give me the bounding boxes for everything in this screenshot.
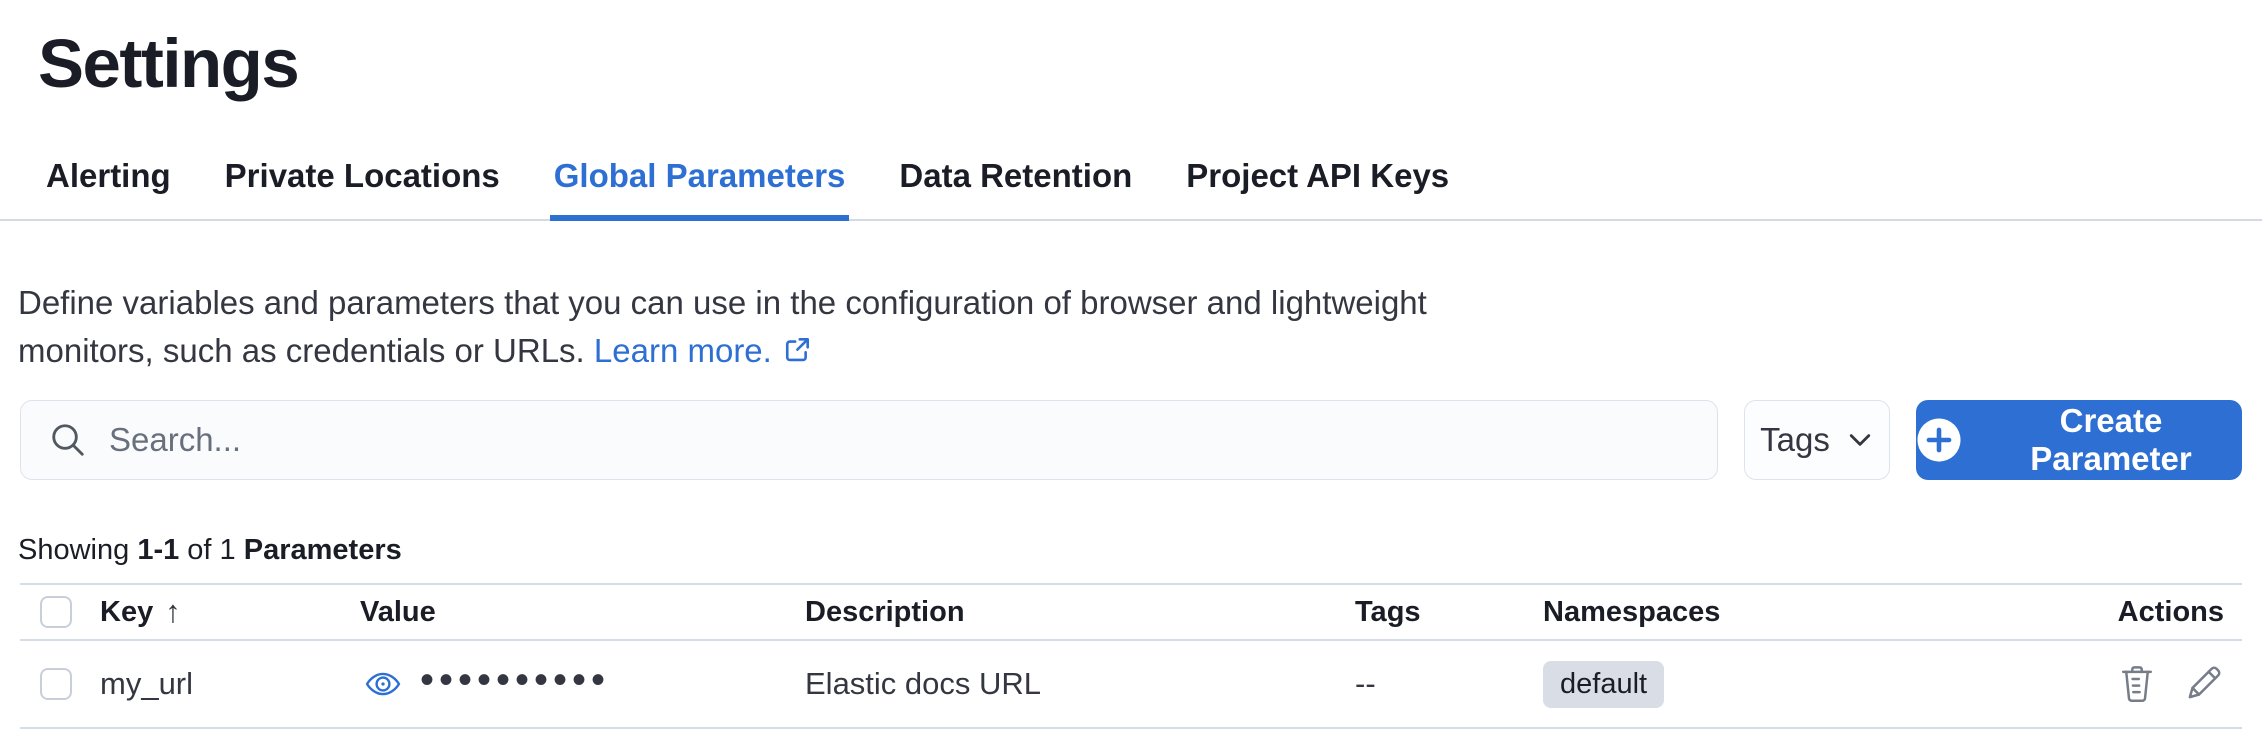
learn-more-link[interactable]: Learn more. [594, 332, 812, 369]
settings-tabs: Alerting Private Locations Global Parame… [0, 157, 2262, 221]
column-header-value: Value [360, 595, 436, 628]
parameters-table: Key ↑ Value Description Tags Namespaces … [20, 583, 2242, 729]
tab-alerting[interactable]: Alerting [46, 157, 171, 194]
tab-private-locations[interactable]: Private Locations [224, 157, 500, 194]
description-text: Define variables and parameters that you… [18, 284, 1427, 369]
tags-filter-label: Tags [1760, 421, 1830, 458]
pencil-icon [2182, 663, 2224, 705]
summary-of: of 1 [187, 534, 236, 566]
edit-button[interactable] [2182, 663, 2224, 705]
summary-unit: Parameters [243, 534, 402, 566]
create-parameter-button[interactable]: Create Parameter [1916, 400, 2242, 480]
column-header-key-label: Key [100, 595, 154, 628]
column-header-key[interactable]: Key ↑ [80, 594, 340, 630]
summary-prefix: Showing [18, 534, 130, 566]
page-description: Define variables and parameters that you… [18, 279, 1533, 378]
search-icon [49, 421, 87, 459]
tab-global-parameters[interactable]: Global Parameters [549, 157, 850, 221]
trash-icon [2116, 663, 2158, 705]
row-checkbox-cell [20, 668, 80, 700]
column-header-actions: Actions [2117, 595, 2224, 628]
table-row: my_url •••••••••• Elastic docs URL -- de… [20, 641, 2242, 729]
parameters-toolbar: Tags Create Parameter [20, 400, 2242, 480]
column-header-tags: Tags [1355, 595, 1421, 628]
delete-button[interactable] [2116, 663, 2158, 705]
row-checkbox[interactable] [40, 668, 72, 700]
create-parameter-label: Create Parameter [2030, 402, 2192, 477]
results-summary: Showing 1-1 of 1 Parameters [18, 534, 2262, 567]
row-key-cell: my_url [100, 666, 194, 701]
search-box [20, 400, 1718, 480]
column-header-namespaces: Namespaces [1543, 595, 1721, 628]
row-value-cell: •••••••••• [340, 658, 785, 707]
summary-range: 1-1 [137, 534, 180, 566]
masked-value: •••••••••• [420, 658, 611, 702]
column-header-description: Description [805, 595, 965, 628]
tab-project-api-keys[interactable]: Project API Keys [1186, 157, 1450, 194]
tab-data-retention[interactable]: Data Retention [899, 157, 1133, 194]
row-actions-cell [2080, 663, 2242, 705]
row-namespaces-cell: default [1523, 660, 2080, 708]
table-header-row: Key ↑ Value Description Tags Namespaces … [20, 583, 2242, 641]
select-all-checkbox[interactable] [40, 596, 72, 628]
search-input[interactable] [87, 401, 1717, 479]
external-link-icon [782, 330, 812, 378]
eye-icon[interactable] [360, 661, 406, 707]
page-title: Settings [38, 25, 300, 102]
sort-ascending-icon: ↑ [165, 594, 181, 629]
chevron-down-icon [1846, 426, 1874, 454]
row-tags-cell: -- [1355, 666, 1376, 701]
plus-in-circle-icon [1916, 417, 1962, 463]
namespace-badge: default [1543, 660, 1665, 708]
header-checkbox-cell [20, 596, 80, 628]
row-description-cell: Elastic docs URL [805, 666, 1042, 701]
tags-filter-button[interactable]: Tags [1744, 400, 1890, 480]
learn-more-label: Learn more. [593, 332, 772, 369]
